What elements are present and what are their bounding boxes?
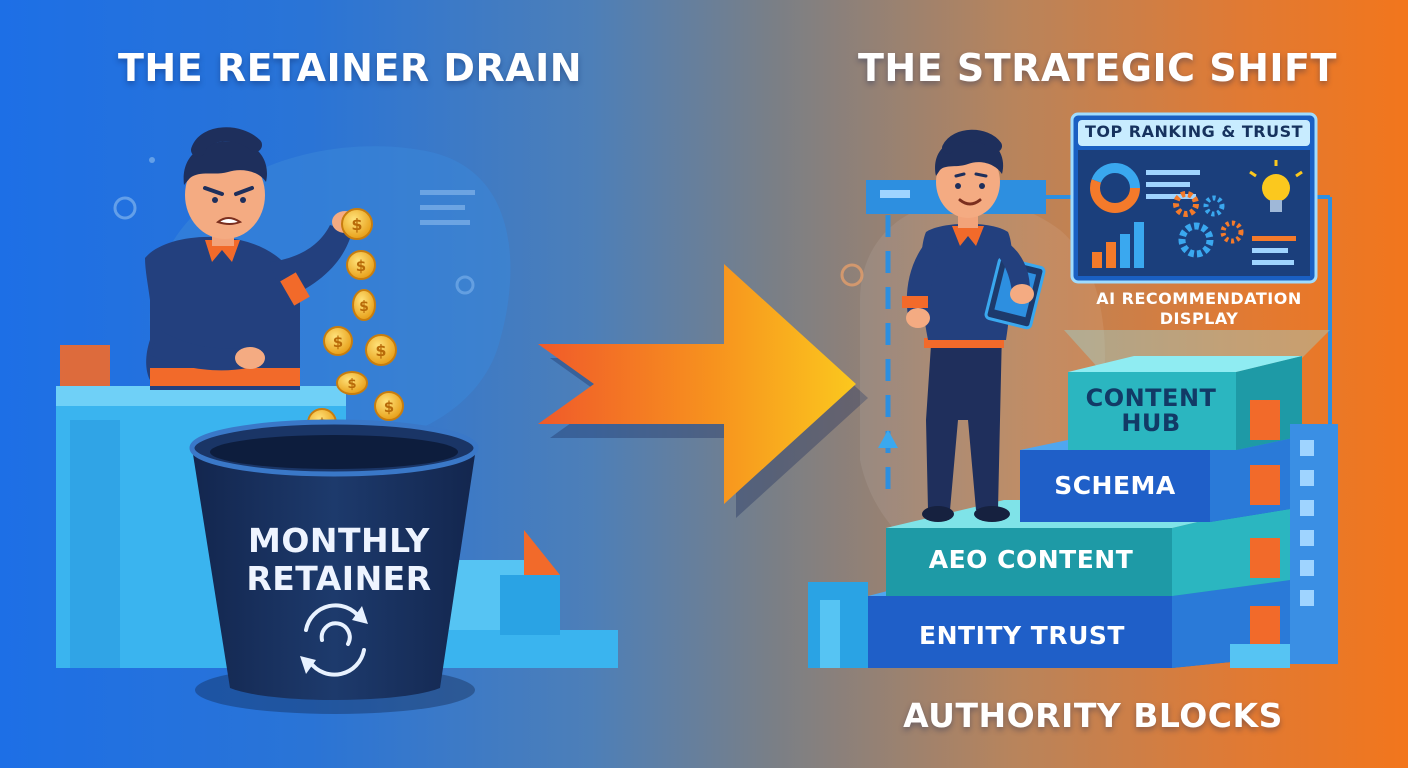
block-content-hub: CONTENT HUB: [1085, 384, 1217, 437]
lightbulb-icon: [1249, 160, 1303, 212]
bar-chart-icon: [1092, 222, 1144, 268]
coin-icon: $: [323, 326, 353, 356]
bucket-label: MONTHLY RETAINER: [246, 521, 432, 598]
coin-icon: $: [374, 391, 404, 421]
block-schema: SCHEMA: [1054, 471, 1176, 500]
cycle-icon: [300, 603, 368, 677]
coin-icon: $: [346, 250, 376, 280]
svg-text:$: $: [359, 299, 369, 315]
svg-text:$: $: [347, 377, 356, 392]
dashboard-title: TOP RANKING & TRUST: [1084, 122, 1304, 141]
coin-icon: $: [336, 371, 368, 395]
donut-chart-icon: [1090, 163, 1140, 213]
svg-text:$: $: [351, 215, 362, 234]
svg-text:$: $: [356, 257, 366, 275]
strategist-person: [902, 129, 1046, 522]
right-title: THE STRATEGIC SHIFT: [858, 46, 1337, 90]
left-title: THE RETAINER DRAIN: [118, 46, 583, 90]
gear-icon: [1173, 191, 1244, 258]
arrow-right-icon: [538, 264, 868, 518]
svg-text:$: $: [375, 341, 386, 360]
retainer-bucket: [189, 419, 479, 714]
authority-blocks: [808, 356, 1338, 668]
svg-text:$: $: [384, 398, 394, 416]
coin-icon: $: [341, 208, 373, 240]
block-entity-trust: ENTITY TRUST: [919, 621, 1125, 650]
svg-text:$: $: [333, 333, 343, 351]
coin-icon: $: [365, 334, 397, 366]
coin-icon: $: [352, 289, 376, 321]
display-caption: AI RECOMMENDATION DISPLAY: [1096, 289, 1302, 328]
ai-recommendation-display: [1070, 112, 1318, 284]
block-aeo-content: AEO CONTENT: [928, 545, 1134, 574]
frustrated-person: [145, 127, 358, 390]
authority-blocks-label: AUTHORITY BLOCKS: [903, 696, 1283, 735]
